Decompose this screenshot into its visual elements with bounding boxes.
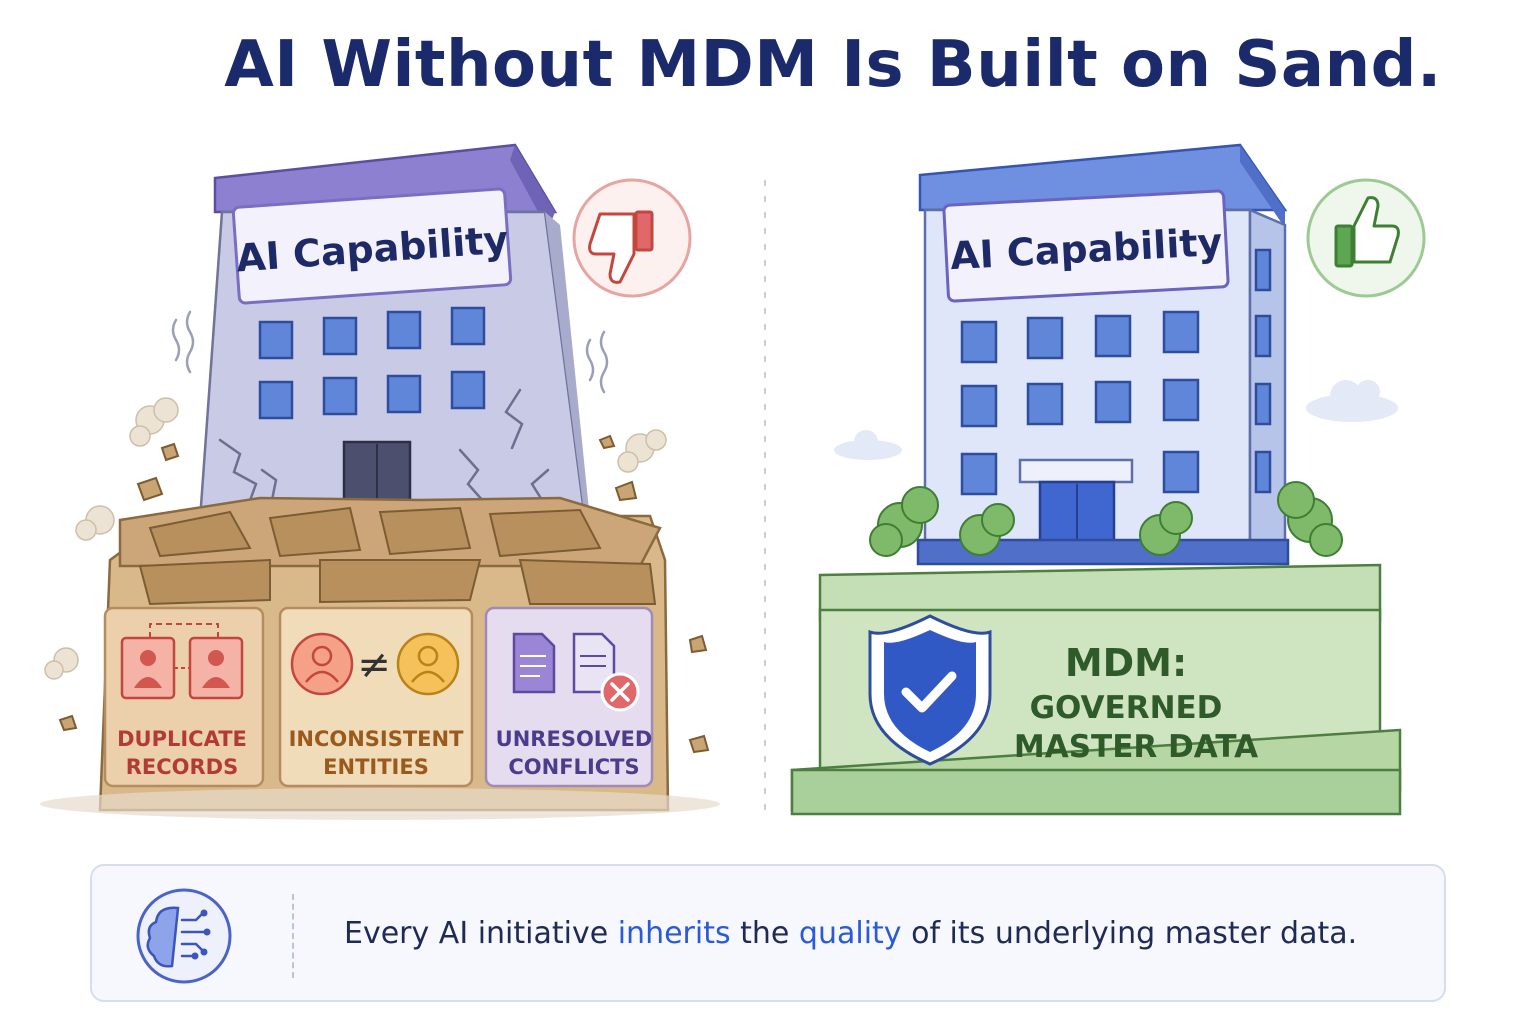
issue-unresolved-line2: CONFLICTS: [508, 755, 639, 779]
mdm-line3: MASTER DATA: [1014, 729, 1258, 765]
issue-duplicate-line2: RECORDS: [126, 755, 239, 779]
shield-check-icon: [868, 614, 992, 766]
right-label-board: [942, 189, 1230, 303]
caption-box: Every AI initiative inherits the quality…: [90, 864, 1446, 1002]
unresolved-conflicts-icon: [512, 632, 640, 712]
issue-duplicate-line1: DUPLICATE: [117, 727, 247, 751]
issue-inconsistent-line2: ENTITIES: [323, 755, 429, 779]
caption-after: of its underlying master data.: [901, 916, 1358, 951]
issue-unresolved-line1: UNRESOLVED: [496, 727, 653, 751]
caption-mid: the: [730, 916, 799, 951]
thumbs-down-icon: [572, 178, 692, 298]
mdm-title: MDM:: [1065, 641, 1187, 685]
caption-before: Every AI initiative: [344, 916, 618, 951]
right-stable-building: AI Capability: [790, 143, 1402, 816]
duplicate-records-icon: [120, 623, 244, 700]
caption-text: Every AI initiative inherits the quality…: [344, 916, 1357, 951]
caption-separator: [292, 894, 294, 978]
caption-highlight-quality: quality: [798, 916, 902, 951]
left-label-board: [231, 187, 513, 305]
ai-brain-circuit-icon: [136, 888, 232, 984]
page-title: AI Without MDM Is Built on Sand.: [224, 28, 1442, 102]
left-crumbling-building: AI Capability: [40, 143, 720, 820]
mdm-line2: GOVERNED: [1030, 690, 1223, 726]
thumbs-up-icon: [1306, 178, 1426, 298]
inconsistent-entities-icon: ≠: [290, 632, 460, 696]
caption-highlight-inherits: inherits: [617, 916, 731, 951]
issue-inconsistent-line1: INCONSISTENT: [289, 727, 465, 751]
not-equal-symbol: ≠: [357, 642, 391, 688]
